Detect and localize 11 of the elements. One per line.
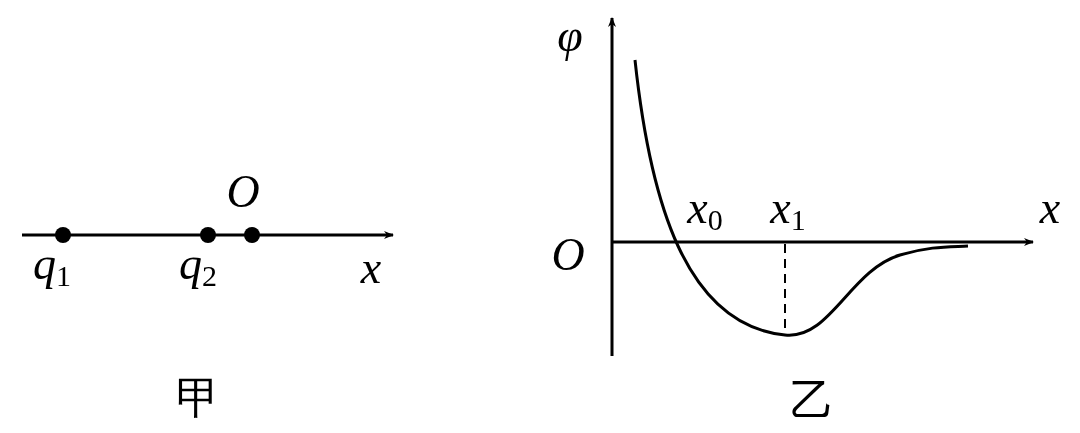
panel-label: 甲 <box>176 376 220 420</box>
charge-label: q$_{1}$ <box>33 240 71 292</box>
tick-label: x$_{0}$ <box>687 184 723 236</box>
tick-label: x$_{1}$ <box>770 184 806 236</box>
axis-label: φ <box>557 13 583 59</box>
axis-label: x <box>360 245 382 291</box>
panel-label: 乙 <box>790 378 834 422</box>
origin-label: O <box>226 169 260 215</box>
origin-label: O <box>551 232 585 278</box>
axis-label: x <box>1039 185 1061 231</box>
charge-label: q$_{2}$ <box>179 240 217 292</box>
